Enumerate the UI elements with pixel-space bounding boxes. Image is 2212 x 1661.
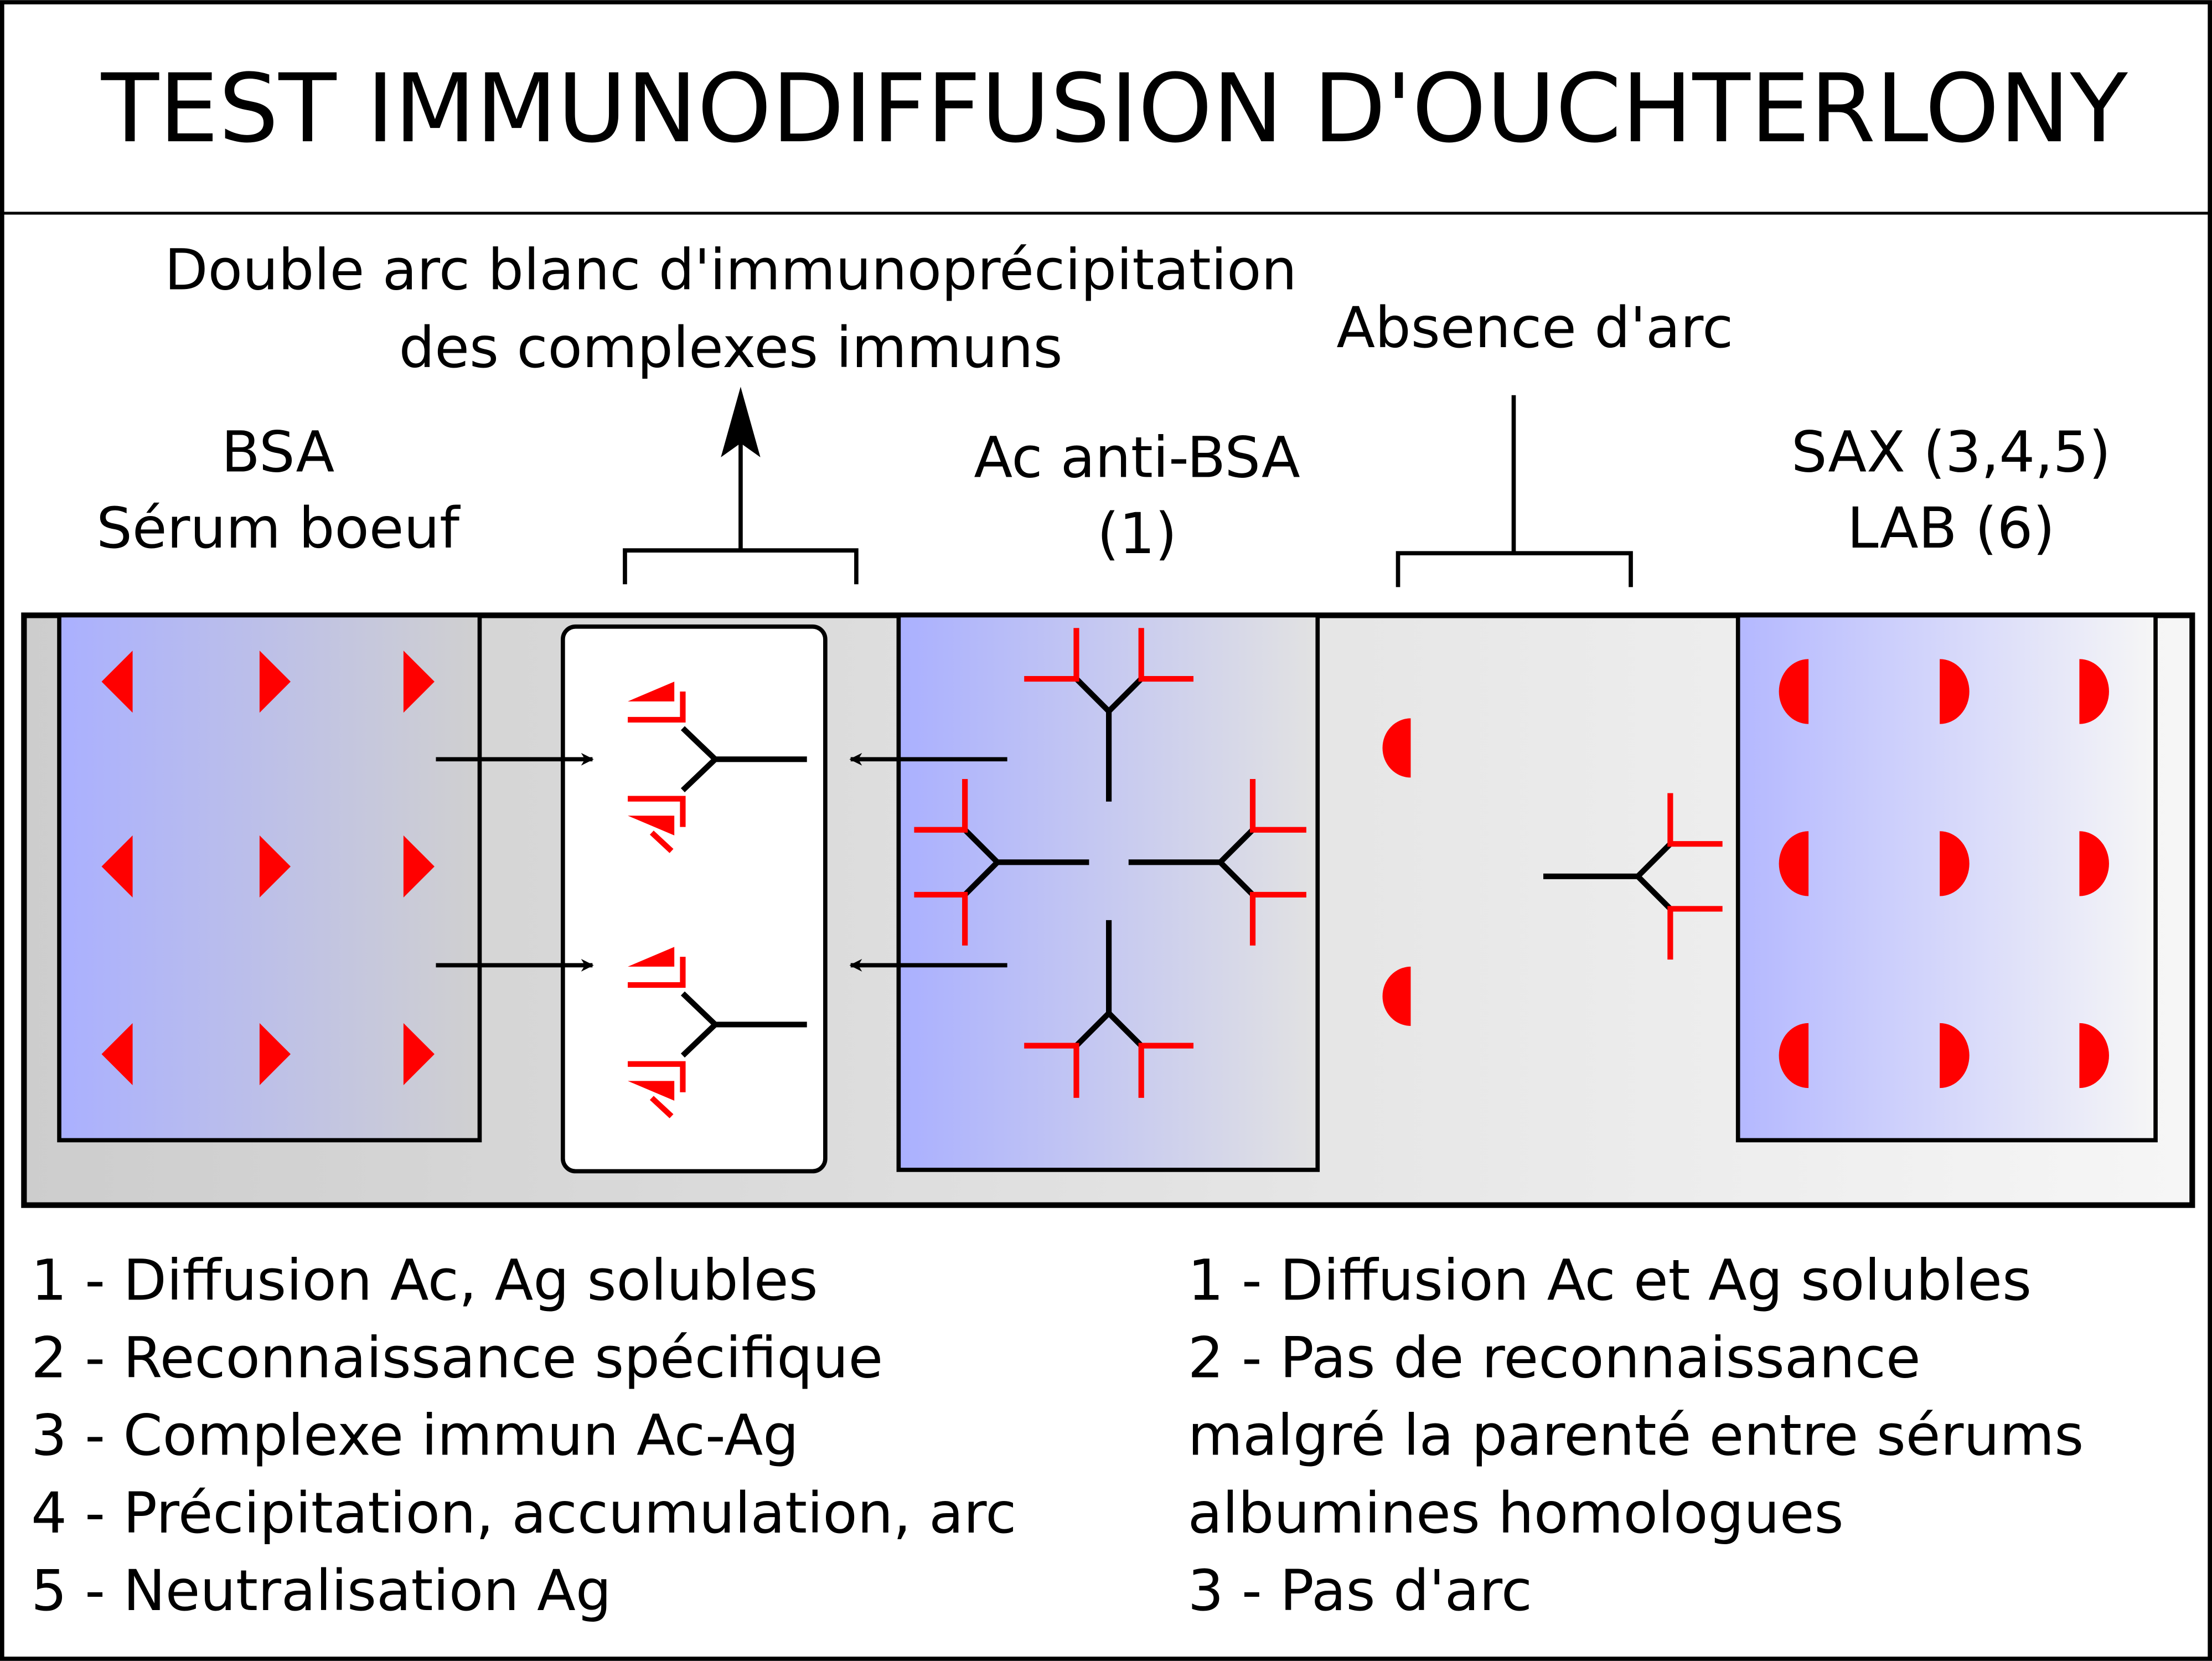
antigen-triangle xyxy=(101,835,133,898)
legend-left: 1 - Diffusion Ac, Ag solubles 2 - Reconn… xyxy=(31,1247,1016,1624)
free-antibody xyxy=(1543,793,1723,960)
antigen-half-disc xyxy=(2079,1023,2109,1089)
antigen-half-disc xyxy=(1779,831,1809,896)
legend-right: 1 - Diffusion Ac et Ag solubles 2 - Pas … xyxy=(1188,1247,2084,1624)
antigen-half-disc xyxy=(1940,831,1970,896)
legend-left-item: 3 - Complexe immun Ac-Ag xyxy=(31,1403,799,1469)
antigen-half-disc xyxy=(1940,659,1970,724)
antibody-left xyxy=(914,778,1089,946)
diffusion-arrows xyxy=(436,752,1007,972)
free-antigens xyxy=(1382,718,1411,1026)
callout-arc-line2: des complexes immuns xyxy=(399,315,1063,381)
antigen-half-disc xyxy=(1382,966,1411,1026)
antigen-half-disc xyxy=(2079,659,2109,724)
legend-right-item: 1 - Diffusion Ac et Ag solubles xyxy=(1188,1247,2032,1313)
antigen-half-disc xyxy=(2079,831,2109,896)
antigen-triangle xyxy=(259,835,291,898)
antibody-top xyxy=(1024,628,1194,802)
bsa-antigens xyxy=(101,651,435,1085)
legend-right-item: 2 - Pas de reconnaissance xyxy=(1188,1325,1921,1391)
antigen-triangle xyxy=(403,651,435,713)
sax-antigens xyxy=(1779,659,2109,1089)
well-sax-label-line2: LAB (6) xyxy=(1847,496,2055,561)
callout-arc-line1: Double arc blanc d'immunoprécipitation xyxy=(164,238,1297,303)
antigen-triangle xyxy=(259,651,291,713)
immune-complex-bottom xyxy=(628,947,807,1118)
antibody-bottom xyxy=(1024,920,1194,1098)
antibody-right xyxy=(1128,778,1306,946)
antigen-half-disc xyxy=(1779,1023,1809,1089)
well-anti-bsa-label-line2: (1) xyxy=(1097,501,1177,567)
antigen-triangle xyxy=(403,1023,435,1085)
arrow-up-icon xyxy=(721,386,761,457)
antigen-half-disc xyxy=(1382,718,1411,778)
antigen-half-disc xyxy=(1779,659,1809,724)
legend-right-item: malgré la parenté entre sérums xyxy=(1188,1403,2084,1469)
antigen-half-disc xyxy=(1940,1023,1970,1089)
well-bsa-label-line1: BSA xyxy=(221,419,334,485)
legend-right-item: albumines homologues xyxy=(1188,1481,1844,1546)
title: TEST IMMUNODIFFUSION D'OUCHTERLONY xyxy=(101,54,2128,164)
legend-right-item: 3 - Pas d'arc xyxy=(1188,1558,1532,1624)
legend-left-item: 1 - Diffusion Ac, Ag solubles xyxy=(31,1247,818,1313)
antigen-triangle xyxy=(403,835,435,898)
well-bsa-label-line2: Sérum boeuf xyxy=(96,496,461,561)
well-anti-bsa-label-line1: Ac anti-BSA xyxy=(974,425,1300,491)
legend-left-item: 5 - Neutralisation Ag xyxy=(31,1558,612,1624)
antigen-triangle xyxy=(259,1023,291,1085)
legend-left-item: 4 - Précipitation, accumulation, arc xyxy=(31,1481,1016,1546)
antigen-triangle xyxy=(101,1023,133,1085)
bracket-no-arc xyxy=(1396,395,1633,587)
callout-no-arc: Absence d'arc xyxy=(1336,295,1733,361)
well-precipitation-zone xyxy=(561,624,828,1174)
well-sax-label-line1: SAX (3,4,5) xyxy=(1791,419,2111,485)
legend-left-item: 2 - Reconnaissance spécifique xyxy=(31,1325,883,1391)
antigen-triangle xyxy=(101,651,133,713)
